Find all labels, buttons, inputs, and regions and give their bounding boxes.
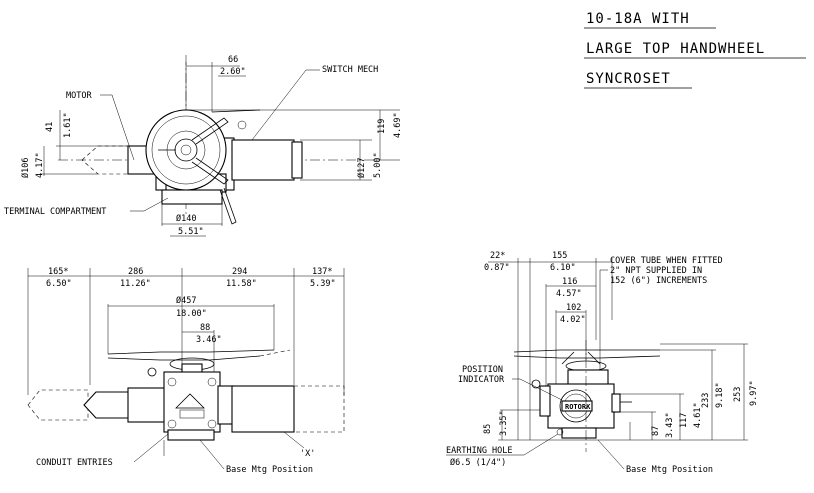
front-dim-165-in: 6.50" [46, 279, 72, 289]
label-position-1: POSITION [462, 365, 503, 375]
side-dim-102-mm: 102 [566, 303, 581, 313]
front-dim-286-mm: 286 [128, 267, 143, 277]
side-dim-253-mm: 253 [733, 387, 743, 402]
side-dim-22-mm: 22* [490, 251, 505, 261]
front-dim-294-mm: 294 [232, 267, 247, 277]
side-dim-117-in: 4.61" [693, 402, 703, 428]
front-dim-286-in: 11.26" [120, 279, 151, 289]
front-dim-137-in: 5.39" [310, 279, 336, 289]
top-dim-41-in: 1.61" [63, 112, 73, 138]
label-x: 'X' [300, 449, 315, 459]
label-switch-mech: SWITCH MECH [322, 65, 378, 75]
top-dim-140-mm: Ø140 [176, 213, 196, 224]
side-dim-87-in: 3.43" [665, 412, 675, 438]
title-block: 10-18A WITH LARGE TOP HANDWHEEL SYNCROSE… [584, 11, 806, 89]
top-dim-140-in: 5.51" [178, 227, 204, 237]
front-dim-88-mm: 88 [200, 323, 210, 333]
label-position-2: INDICATOR [458, 375, 505, 385]
top-dim-119-in: 4.69" [393, 112, 403, 138]
label-base-mtg-side: Base Mtg Position [626, 465, 713, 475]
label-base-mtg-front: Base Mtg Position [226, 465, 313, 475]
front-dim-457-mm: Ø457 [176, 295, 196, 306]
top-dim-127-mm: Ø127 [356, 158, 367, 178]
top-dim-66-in: 2.60" [220, 67, 246, 77]
top-view: 66 2.60" 41 1.61" Ø106 4.17" 119 4.69" Ø… [4, 55, 403, 237]
side-dim-116-mm: 116 [562, 277, 577, 287]
front-dim-137-mm: 137* [312, 267, 332, 277]
side-dim-85-mm: 85 [483, 424, 493, 434]
front-dim-88-in: 3.46" [196, 335, 222, 345]
side-dim-117-mm: 117 [679, 413, 689, 428]
cover-note-2: 2" NPT SUPPLIED IN [610, 266, 702, 276]
title-line-3: SYNCROSET [586, 71, 671, 87]
cover-note-3: 152 (6") INCREMENTS [610, 276, 707, 286]
front-dim-294-in: 11.58" [226, 279, 257, 289]
side-dim-102-in: 4.02" [560, 315, 586, 325]
front-dim-457-in: 18.00" [176, 309, 207, 319]
rotork-badge: ROTORK [565, 403, 591, 411]
title-line-1: 10-18A WITH [586, 11, 690, 27]
front-dim-165-mm: 165* [48, 267, 68, 277]
label-conduit-entries: CONDUIT ENTRIES [36, 458, 113, 468]
side-dim-155-mm: 155 [552, 251, 567, 261]
side-view: 22* 0.87" 155 6.10" 116 4.57" 102 4.02" … [446, 251, 759, 475]
side-dim-87-mm: 87 [651, 426, 661, 436]
side-dim-22-in: 0.87" [484, 263, 510, 273]
side-dim-233-mm: 233 [701, 393, 711, 408]
label-motor: MOTOR [66, 91, 92, 101]
title-line-2: LARGE TOP HANDWHEEL [586, 41, 765, 57]
side-dim-253-in: 9.97" [749, 380, 759, 406]
top-dim-127-in: 5.00" [373, 152, 383, 178]
top-dim-66-mm: 66 [228, 55, 238, 65]
label-terminal-compartment: TERMINAL COMPARTMENT [4, 207, 106, 217]
side-dim-233-in: 9.18" [715, 382, 725, 408]
label-earthing-1: EARTHING HOLE [446, 446, 513, 456]
label-earthing-2: Ø6.5 (1/4") [450, 457, 506, 468]
front-view: 165* 6.50" 286 11.26" 294 11.58" 137* 5.… [27, 267, 345, 475]
side-dim-116-in: 4.57" [556, 289, 582, 299]
side-dim-155-in: 6.10" [550, 263, 576, 273]
top-dim-41-mm: 41 [45, 122, 55, 132]
top-dim-119-mm: 119 [377, 119, 387, 134]
top-dim-106-mm: Ø106 [20, 158, 31, 178]
side-dim-85-in: 3.35" [499, 410, 509, 436]
cover-note-1: COVER TUBE WHEN FITTED [610, 256, 723, 266]
top-dim-106-in: 4.17" [35, 152, 45, 178]
